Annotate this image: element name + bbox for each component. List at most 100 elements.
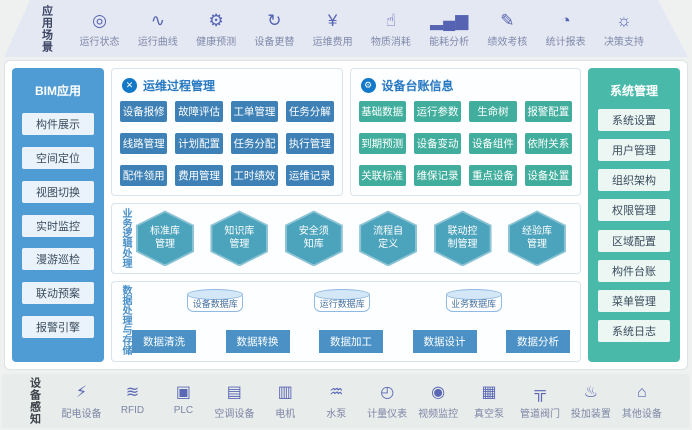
ledger-button[interactable]: 到期预测 — [358, 132, 406, 154]
hexagon-line: 经验库 — [521, 226, 552, 238]
data-process-button[interactable]: 数据清洗 — [132, 330, 196, 353]
device-label: 管道阀门 — [519, 408, 560, 420]
bim-item-linkage-plan[interactable]: 联动预案 — [22, 282, 94, 305]
device-video-surveillance[interactable]: ◉ 视频监控 — [416, 383, 460, 420]
device-replacement-icon: ↻ — [267, 10, 282, 30]
om-process-button[interactable]: 工时绩效 — [230, 164, 279, 186]
ledger-button[interactable]: 运行参数 — [413, 101, 462, 122]
device-metering-instrument[interactable]: ◴ 计量仪表 — [365, 383, 409, 420]
device-dosing-device[interactable]: ♨ 投加装置 — [569, 383, 613, 420]
om-process-button[interactable]: 费用管理 — [175, 164, 223, 186]
plc-icon: ▣ — [175, 383, 191, 401]
hexagon-knowledge-library[interactable]: 知识库 管理 — [210, 210, 269, 267]
application-scenario-label: 应用场景 — [40, 4, 53, 53]
data-process-button[interactable]: 数据加工 — [319, 330, 383, 353]
device-motor[interactable]: ▥ 电机 — [263, 383, 307, 420]
ledger-button[interactable]: 设备组件 — [469, 132, 517, 154]
system-item-component-ledger[interactable]: 构件台账 — [598, 259, 670, 282]
scenario-run-curve[interactable]: ∿ 运行曲线 — [134, 10, 182, 48]
device-label: 空调设备 — [214, 408, 255, 420]
system-item-settings[interactable]: 系统设置 — [598, 109, 670, 132]
device-vacuum-pump[interactable]: ▦ 真空泵 — [467, 383, 511, 420]
data-process-button[interactable]: 数据分析 — [506, 330, 570, 353]
data-process-button[interactable]: 数据转换 — [225, 330, 290, 353]
bim-item-realtime-monitoring[interactable]: 实时监控 — [22, 214, 94, 237]
hexagon-process-customization[interactable]: 流程自 定义 — [359, 210, 418, 267]
device-power-distribution[interactable]: ⚡ 配电设备 — [60, 383, 104, 420]
data-process-button[interactable]: 数据设计 — [412, 330, 477, 353]
scenario-label: 设备更替 — [254, 36, 295, 48]
device-label: 投加装置 — [570, 408, 611, 420]
bim-item-roaming-inspection[interactable]: 漫游巡检 — [22, 248, 94, 271]
bim-item-alarm-engine[interactable]: 报警引擎 — [22, 316, 94, 339]
device-label: 水泵 — [326, 408, 347, 420]
scenario-device-replacement[interactable]: ↻ 设备更替 — [250, 10, 298, 48]
hexagon-linkage-control[interactable]: 联动控 制管理 — [433, 210, 492, 267]
hexagon-text: 标准库 管理 — [138, 212, 192, 265]
data-processing-label: 数据处理与存储 — [120, 285, 131, 355]
ledger-button[interactable]: 维保记录 — [413, 164, 462, 186]
system-item-org-structure[interactable]: 组织架构 — [598, 169, 670, 192]
om-process-button[interactable]: 设备报修 — [120, 101, 168, 122]
om-process-button[interactable]: 任务分配 — [230, 132, 279, 154]
hexagon-line: 安全须 — [298, 226, 329, 238]
scenario-energy-analysis[interactable]: ▂▄▆ 能耗分析 — [425, 10, 473, 48]
ledger-button[interactable]: 设备处置 — [524, 164, 572, 186]
device-other[interactable]: ⌂ 其他设备 — [620, 383, 664, 420]
om-process-button[interactable]: 计划配置 — [175, 132, 223, 154]
bim-sidebar-items: 构件展示 空间定位 视图切换 实时监控 漫游巡检 联动预案 报警引擎 — [12, 101, 104, 350]
data-processing-section: 数据处理与存储 设备数据库 运行数据库 业务数据库 数据清洗 数据转换 数据加工 — [111, 281, 581, 362]
ledger-button[interactable]: 重点设备 — [469, 164, 517, 186]
motor-icon: ▥ — [277, 383, 293, 401]
system-item-menu-management[interactable]: 菜单管理 — [598, 289, 670, 312]
hexagon-text: 安全须 知库 — [286, 212, 341, 265]
device-hvac[interactable]: ▤ 空调设备 — [212, 383, 256, 420]
ledger-button[interactable]: 生命树 — [469, 101, 517, 122]
scenario-health-prediction[interactable]: ⚙ 健康预测 — [192, 10, 240, 48]
scenario-label: 绩效考核 — [487, 36, 528, 48]
system-item-user-management[interactable]: 用户管理 — [598, 139, 670, 162]
bim-item-spatial-positioning[interactable]: 空间定位 — [22, 146, 94, 169]
material-consumption-icon: ☝ — [385, 10, 397, 30]
system-item-system-log[interactable]: 系统日志 — [598, 319, 670, 342]
scenario-statistics-report[interactable]: ◔ 统计报表 — [542, 10, 590, 48]
device-plc[interactable]: ▣ PLC — [161, 383, 205, 420]
hexagon-standard-library[interactable]: 标准库 管理 — [136, 210, 194, 267]
ledger-button[interactable]: 基础数据 — [358, 101, 406, 122]
bim-item-view-switch[interactable]: 视图切换 — [22, 180, 94, 203]
device-water-pump[interactable]: ♒ 水泵 — [314, 383, 358, 420]
system-item-region-config[interactable]: 区域配置 — [598, 229, 670, 252]
om-process-button[interactable]: 任务分解 — [286, 101, 334, 122]
hexagon-safety-notice-library[interactable]: 安全须 知库 — [284, 210, 343, 267]
om-process-button[interactable]: 工单管理 — [230, 101, 279, 122]
dosing-device-icon: ♨ — [583, 383, 599, 401]
device-pipe-valve[interactable]: ╦ 管道阀门 — [518, 383, 562, 420]
om-process-button[interactable]: 运维记录 — [286, 164, 334, 186]
data-processing-buttons: 数据清洗 数据转换 数据加工 数据设计 数据分析 — [132, 330, 570, 353]
equipment-ledger-title: 设备台账信息 — [381, 79, 454, 93]
hexagon-line: 知识库 — [224, 226, 255, 238]
ledger-button[interactable]: 关联标准 — [358, 164, 406, 186]
scenario-decision-support[interactable]: ☼ 决策支持 — [600, 10, 648, 48]
device-perception-items: ⚡ 配电设备 ≋ RFID ▣ PLC ▤ 空调设备 ▥ 电机 ♒ 水泵 — [40, 383, 690, 420]
scenario-material-consumption[interactable]: ☝ 物质消耗 — [367, 10, 415, 48]
ledger-button[interactable]: 设备变动 — [413, 132, 462, 154]
scenario-label: 物质消耗 — [370, 36, 411, 48]
system-sidebar-items: 系统设置 用户管理 组织架构 权限管理 区域配置 构件台账 菜单管理 系统日志 — [588, 101, 680, 350]
om-process-button[interactable]: 故障评估 — [175, 101, 223, 122]
system-item-permissions[interactable]: 权限管理 — [598, 199, 670, 222]
valve-icon: ╦ — [534, 383, 546, 401]
om-process-button[interactable]: 配件领用 — [120, 164, 168, 186]
om-process-button[interactable]: 线路管理 — [120, 132, 168, 154]
scenario-run-status[interactable]: ◎ 运行状态 — [76, 10, 124, 48]
hexagon-experience-library[interactable]: 经验库 管理 — [507, 210, 566, 267]
device-rfid[interactable]: ≋ RFID — [110, 383, 154, 420]
om-process-button[interactable]: 执行管理 — [286, 132, 334, 154]
bim-item-component-display[interactable]: 构件展示 — [22, 112, 94, 135]
device-label: 其他设备 — [621, 408, 662, 420]
om-cost-icon: ¥ — [327, 10, 338, 30]
ledger-button[interactable]: 报警配置 — [524, 101, 572, 122]
ledger-button[interactable]: 依附关系 — [524, 132, 572, 154]
scenario-performance-assessment[interactable]: ✎ 绩效考核 — [483, 10, 531, 48]
scenario-om-cost[interactable]: ¥ 运维费用 — [309, 10, 357, 48]
